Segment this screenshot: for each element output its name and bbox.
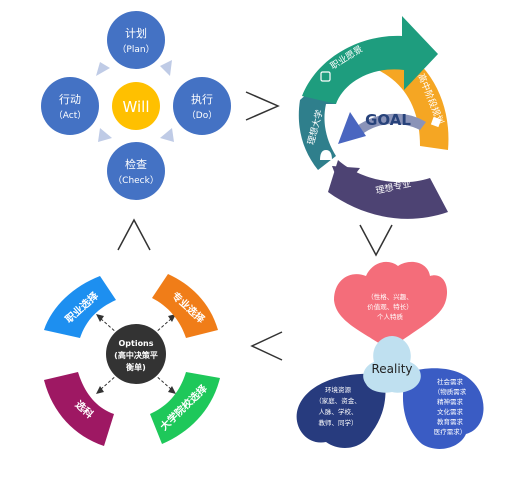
social-line-4: 文化需求 [437, 407, 464, 416]
do-circle [173, 77, 231, 135]
goal-segment-university [298, 84, 336, 170]
bell-icon [320, 150, 332, 160]
career-choice-block [44, 276, 116, 338]
traits-line-1: （性格、兴趣、 [367, 292, 413, 301]
connector-university-head [168, 386, 176, 394]
environment-line-1: 环境资源 [325, 385, 352, 394]
connector-major-head [168, 314, 176, 322]
connector-major [153, 317, 173, 335]
environment-petal [296, 373, 386, 448]
pencil-icon [320, 71, 331, 82]
connector-university [153, 373, 173, 391]
will-label: Will [122, 98, 149, 116]
reality-center-shape [363, 336, 421, 393]
plan-circle [107, 11, 165, 69]
traits-line-3: 个人特质 [377, 312, 404, 321]
connector-career-head [96, 314, 104, 322]
exit-icon [412, 166, 428, 178]
goal-center-label: GOAL [365, 111, 411, 129]
reality-diagram: Reality （性格、兴趣、 价值观、特长） 个人特质 环境资源 （家庭、资金… [296, 261, 484, 449]
flow-arrow-down [359, 224, 393, 257]
social-line-5: 教育需求 [437, 417, 464, 426]
connector-career [99, 317, 119, 335]
personal-traits-petal [334, 261, 448, 348]
traits-line-2: 价值观、特长） [367, 302, 413, 311]
will-circle [112, 82, 160, 130]
pdca-arrow-act-plan [96, 62, 110, 76]
environment-line-2: （家庭、资金、 [315, 396, 361, 405]
major-choice-block [152, 274, 218, 338]
options-center-line-1: Options [118, 339, 153, 348]
goal-purple-arrowhead [332, 166, 360, 192]
check-sub: （Check） [113, 175, 159, 186]
pdca-cycle: 计划 （Plan） 执行 （Do） 检查 （Check） 行动 （Act） Wi… [41, 11, 231, 200]
plan-sub: （Plan） [117, 44, 154, 55]
goal-inner-swoosh [350, 113, 426, 138]
pdca-arrow-check-act [98, 128, 112, 142]
goal-segment-career [302, 16, 438, 104]
connector-subject-head [96, 386, 104, 394]
connector-subject [99, 373, 119, 391]
social-line-6: 医疗需求） [434, 427, 467, 436]
pdca-arrow-plan-do [160, 60, 172, 76]
goal-segment-major [328, 160, 448, 219]
check-label: 检查 [125, 157, 147, 171]
plan-label: 计划 [125, 27, 147, 40]
university-choice-block [150, 372, 220, 444]
check-circle [107, 142, 165, 200]
act-circle [41, 77, 99, 135]
flow-arrow-left [250, 331, 283, 361]
layers-icon [430, 116, 442, 128]
goal-inner-arrow [338, 112, 366, 144]
options-center-line-2: (高中决策平 [114, 350, 158, 360]
do-label: 执行 [191, 92, 213, 106]
act-label: 行动 [59, 93, 81, 106]
environment-line-4: 教师、同学） [319, 418, 358, 427]
environment-line-3: 人脉、学校、 [319, 407, 358, 416]
pdca-arrow-do-check [160, 128, 174, 142]
reality-center-label: Reality [371, 362, 412, 376]
goal-cycle: GOAL 职业愿景 高中阶段规划 理想专业 理想大学 [298, 16, 449, 219]
act-sub: （Act） [54, 110, 86, 121]
subject-choice-block [44, 372, 114, 446]
social-line-1: 社会需求 [437, 377, 464, 386]
social-line-3: 精神需求 [437, 397, 464, 406]
options-center-line-3: 衡单) [126, 362, 146, 372]
social-line-2: （物质需求 [434, 387, 467, 396]
options-diagram: 职业选择 专业选择 选科 大学院校选择 Options (高中决策平 衡单) [44, 274, 220, 446]
flow-arrow-up [117, 218, 151, 251]
do-sub: （Do） [187, 110, 217, 121]
options-center-circle [106, 324, 166, 384]
flow-arrow-right [245, 91, 280, 121]
social-needs-petal [402, 368, 484, 449]
